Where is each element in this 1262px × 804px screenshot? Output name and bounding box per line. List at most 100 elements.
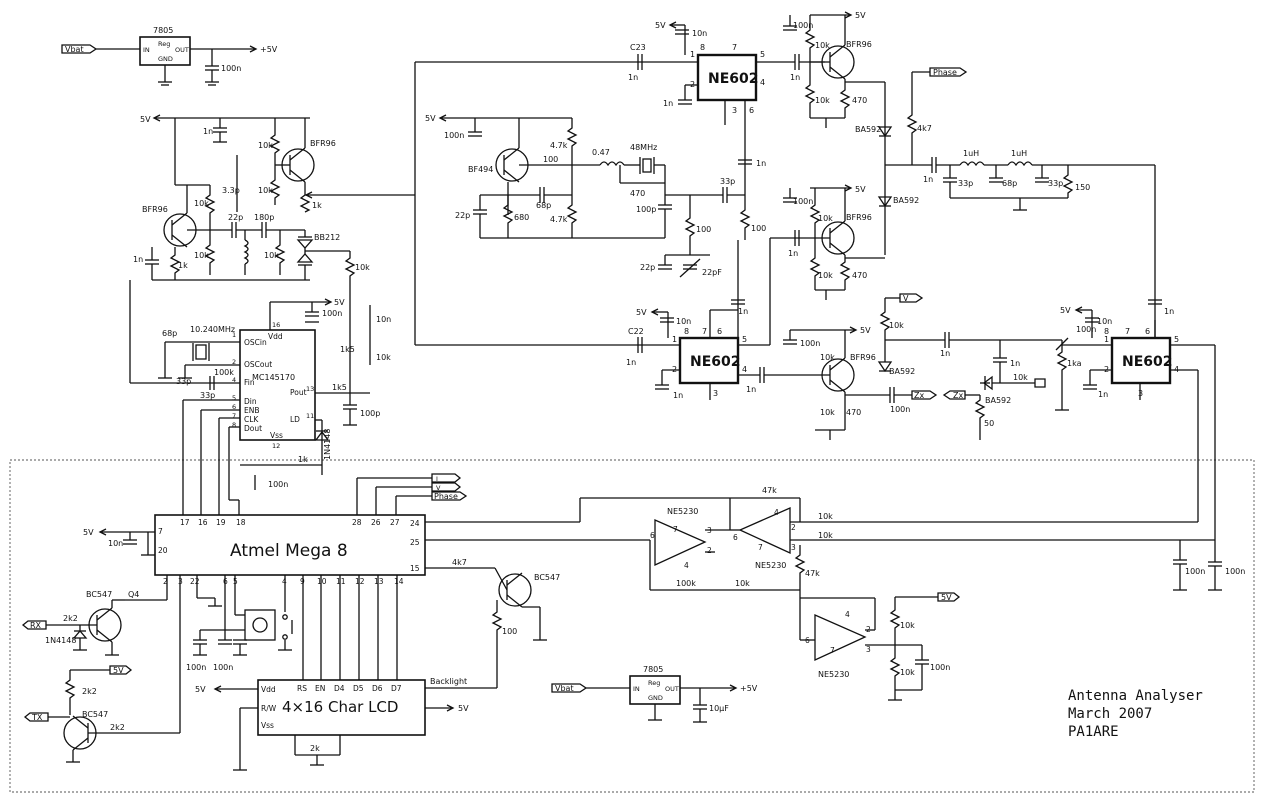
- svg-text:470: 470: [852, 96, 867, 105]
- svg-text:Q4: Q4: [128, 590, 139, 599]
- svg-text:10n: 10n: [108, 539, 123, 548]
- svg-text:Din: Din: [244, 397, 257, 406]
- reg-part-top: 7805: [153, 26, 173, 35]
- svg-text:470: 470: [846, 408, 861, 417]
- title-block: Antenna Analyser March 2007 PA1ARE: [1068, 688, 1203, 740]
- svg-text:22p: 22p: [640, 263, 655, 272]
- svg-text:100n: 100n: [186, 663, 206, 672]
- svg-text:100n: 100n: [930, 663, 950, 672]
- svg-text:CLK: CLK: [244, 415, 259, 424]
- svg-text:GND: GND: [648, 694, 663, 702]
- svg-text:6: 6: [650, 531, 655, 540]
- svg-text:100p: 100p: [636, 205, 656, 214]
- svg-text:5V: 5V: [860, 326, 871, 335]
- svg-text:1n: 1n: [1164, 307, 1174, 316]
- svg-text:68p: 68p: [536, 201, 551, 210]
- svg-text:BC547: BC547: [534, 573, 560, 582]
- svg-text:1n: 1n: [790, 73, 800, 82]
- svg-text:6: 6: [232, 403, 236, 411]
- svg-text:V: V: [436, 484, 441, 492]
- svg-text:NE602: NE602: [690, 354, 741, 370]
- svg-text:10k: 10k: [818, 531, 833, 540]
- svg-text:1N4148: 1N4148: [323, 429, 332, 460]
- svg-text:Reg: Reg: [648, 679, 660, 687]
- title-line-1: Antenna Analyser: [1068, 688, 1203, 704]
- atmel-chip: [154, 514, 426, 576]
- svg-text:100n: 100n: [793, 197, 813, 206]
- svg-text:1k5: 1k5: [332, 383, 347, 392]
- svg-text:7: 7: [232, 412, 236, 420]
- svg-text:Vss: Vss: [261, 721, 274, 730]
- svg-text:BC547: BC547: [86, 590, 112, 599]
- svg-text:2: 2: [791, 523, 796, 532]
- svg-text:33p: 33p: [200, 391, 215, 400]
- svg-text:1k: 1k: [178, 261, 188, 270]
- svg-text:33p: 33p: [176, 377, 191, 386]
- svg-text:5V: 5V: [113, 666, 124, 675]
- svg-text:8: 8: [700, 43, 705, 52]
- svg-text:10k: 10k: [820, 408, 835, 417]
- svg-text:1n: 1n: [1010, 359, 1020, 368]
- svg-text:17: 17: [180, 518, 190, 527]
- svg-text:3: 3: [732, 106, 737, 115]
- zx-output-label: Zx: [914, 391, 924, 400]
- svg-text:NE5230: NE5230: [755, 561, 786, 570]
- svg-text:1n: 1n: [663, 99, 673, 108]
- svg-text:150: 150: [1075, 183, 1090, 192]
- svg-text:1k: 1k: [298, 455, 308, 464]
- svg-text:1n: 1n: [923, 175, 933, 184]
- inductor-1uh-b: [1007, 161, 1033, 167]
- svg-text:8: 8: [684, 327, 689, 336]
- svg-text:BC547: BC547: [82, 710, 108, 719]
- svg-text:5V: 5V: [425, 114, 436, 123]
- svg-text:OSCout: OSCout: [244, 360, 272, 369]
- svg-text:10k: 10k: [900, 621, 915, 630]
- svg-text:10n: 10n: [1097, 317, 1112, 326]
- svg-text:50: 50: [984, 419, 994, 428]
- crystal-oscillator-48mhz: 5V 100n BF494 4.7k 100 680 68p 22p 4.7k …: [425, 110, 766, 278]
- svg-text:5V: 5V: [941, 593, 952, 602]
- zx-detector: Zx 50 BA592 10k 1n: [942, 340, 1046, 440]
- svg-text:100: 100: [543, 155, 558, 164]
- svg-text:Reg: Reg: [158, 40, 170, 48]
- svg-text:+5V: +5V: [260, 45, 278, 54]
- svg-text:1: 1: [1104, 335, 1109, 344]
- opamp-stage: NE5230 6 7 3 2 4 100k 10k NE5230 6 7 4 2…: [649, 486, 1245, 701]
- svg-text:7: 7: [702, 327, 707, 336]
- svg-text:D6: D6: [372, 684, 383, 693]
- svg-text:BA592: BA592: [893, 196, 919, 205]
- svg-text:5: 5: [232, 394, 236, 402]
- svg-text:BA592: BA592: [985, 396, 1011, 405]
- svg-text:100: 100: [502, 627, 517, 636]
- svg-text:OSCin: OSCin: [244, 338, 267, 347]
- svg-text:BFR96: BFR96: [142, 205, 168, 214]
- svg-text:100n: 100n: [800, 339, 820, 348]
- svg-text:2k2: 2k2: [82, 687, 97, 696]
- svg-text:16: 16: [198, 518, 208, 527]
- svg-text:22pF: 22pF: [702, 268, 722, 277]
- svg-text:NE602: NE602: [1122, 354, 1173, 370]
- svg-text:R/W: R/W: [261, 704, 277, 713]
- svg-text:4: 4: [684, 561, 689, 570]
- svg-text:470: 470: [630, 189, 645, 198]
- vco-inductor: [243, 239, 249, 265]
- svg-text:33p: 33p: [720, 177, 735, 186]
- svg-text:13: 13: [374, 577, 384, 586]
- inductor-047: [599, 161, 625, 167]
- svg-text:24: 24: [410, 519, 420, 528]
- svg-text:3: 3: [791, 543, 796, 552]
- svg-text:10k: 10k: [735, 579, 750, 588]
- svg-text:180p: 180p: [254, 213, 274, 222]
- crystal-48mhz: [642, 158, 652, 173]
- svg-text:1n: 1n: [788, 249, 798, 258]
- lcd-display: 4×16 Char LCD Vdd R/W Vss RS EN D4 D5 D6…: [195, 679, 469, 771]
- atmel-label: Atmel Mega 8: [230, 541, 348, 561]
- svg-text:BFR96: BFR96: [846, 40, 872, 49]
- svg-text:100p: 100p: [360, 409, 380, 418]
- svg-text:Zx: Zx: [953, 391, 963, 400]
- svg-text:1: 1: [672, 335, 677, 344]
- phase-filter-network: Phase 4k7 1n 1uH 1uH 33p 68p 33p 150 1n: [885, 67, 1174, 345]
- svg-text:48MHz: 48MHz: [630, 143, 657, 152]
- svg-text:11: 11: [306, 412, 314, 420]
